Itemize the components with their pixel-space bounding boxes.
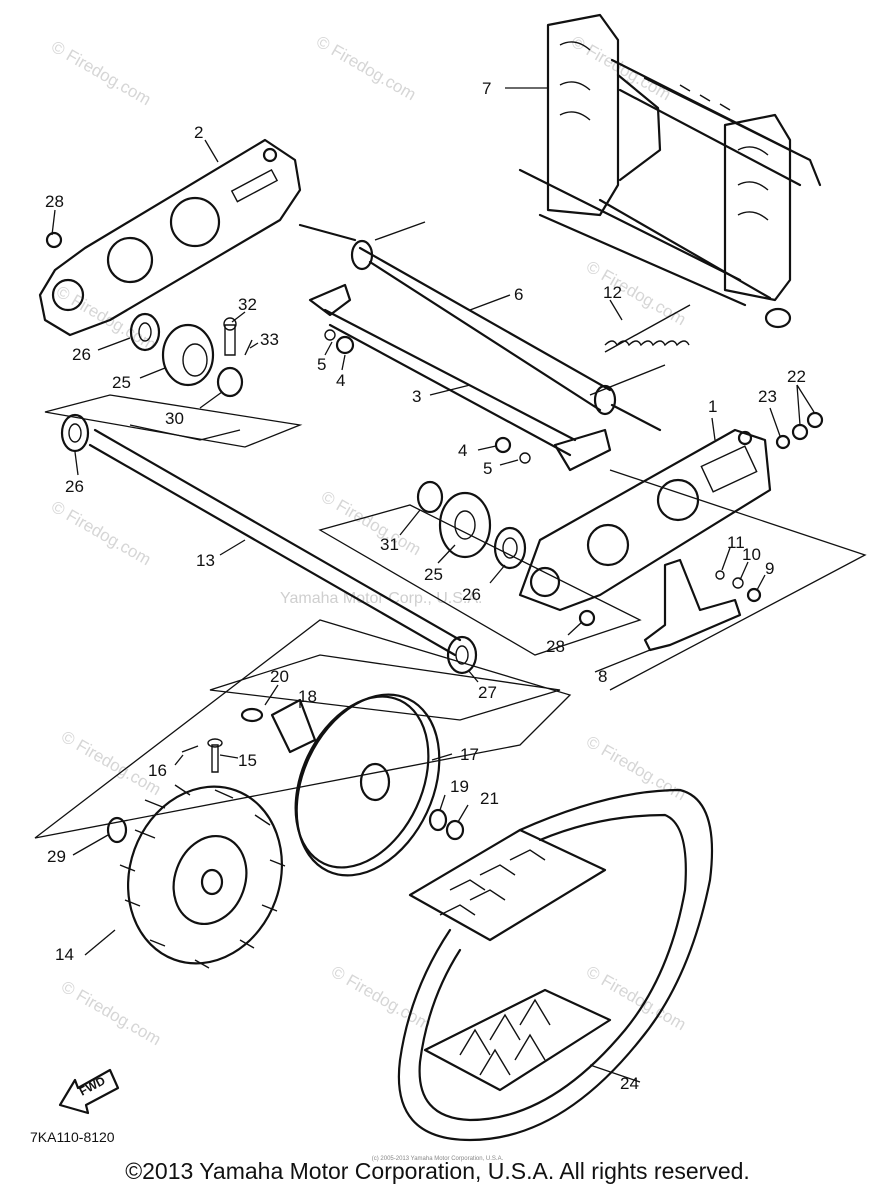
center-watermark: Yamaha Motor Corp., U.S.A.	[280, 590, 482, 607]
callout-19: 19	[450, 777, 469, 796]
group-box-wheel	[34, 619, 572, 839]
callout-26c: 26	[462, 585, 481, 604]
callout-31: 31	[380, 535, 399, 554]
callout-8: 8	[598, 667, 607, 686]
part-sprocket-14	[119, 784, 286, 969]
watermark: © Firedog.com	[583, 962, 689, 1034]
callout-26b: 26	[65, 477, 84, 496]
watermark: © Firedog.com	[53, 282, 159, 354]
callout-16: 16	[148, 761, 167, 780]
callout-26: 26	[72, 345, 91, 364]
callout-28b: 28	[546, 637, 565, 656]
part-wheel-17	[294, 693, 441, 877]
watermark: © Firedog.com	[58, 977, 164, 1049]
callout-18: 18	[298, 687, 317, 706]
part-plate-1	[518, 428, 772, 612]
watermark: © Firedog.com	[313, 32, 419, 104]
callout-24: 24	[620, 1074, 639, 1093]
callout-20: 20	[270, 667, 289, 686]
callout-7: 7	[482, 79, 491, 98]
callout-29: 29	[47, 847, 66, 866]
callout-32: 32	[238, 295, 257, 314]
callout-5b: 5	[483, 459, 492, 478]
callout-9: 9	[765, 559, 774, 578]
part-pin-15-16-29	[106, 738, 223, 844]
callout-11: 11	[727, 533, 745, 552]
copyright-notice: ©2013 Yamaha Motor Corporation, U.S.A. A…	[125, 1158, 750, 1184]
callout-12: 12	[603, 283, 622, 302]
part-plate-2	[38, 138, 302, 337]
callout-22: 22	[787, 367, 806, 386]
callout-1: 1	[708, 397, 717, 416]
watermark: © Firedog.com	[48, 37, 154, 109]
part-bolt-28	[45, 231, 596, 627]
part-spring-12	[604, 304, 691, 353]
watermark: © Firedog.com	[328, 962, 434, 1034]
part-washer-nut-19-21	[428, 808, 465, 841]
callout-3: 3	[412, 387, 421, 406]
part-bolts-9-10-11	[715, 570, 762, 603]
callout-21: 21	[480, 789, 499, 808]
part-frame-7	[518, 13, 822, 329]
group-box-31	[318, 504, 642, 656]
callout-27: 27	[478, 683, 497, 702]
group-outlines	[34, 394, 867, 839]
watermark: © Firedog.com	[583, 257, 689, 329]
group-box-20	[209, 654, 561, 721]
small-notice: (c) 2005-2013 Yamaha Motor Corporation, …	[371, 1156, 504, 1162]
callout-15: 15	[238, 751, 257, 770]
callout-5: 5	[317, 355, 326, 374]
part-bolts-4-5	[324, 329, 531, 464]
watermark: © Firedog.com	[318, 487, 424, 559]
callout-4: 4	[336, 371, 345, 390]
part-bearings-right	[416, 480, 527, 570]
part-shaft-6	[298, 221, 666, 432]
callout-17: 17	[460, 745, 479, 764]
part-bearings-left	[129, 312, 253, 398]
callout-23: 23	[758, 387, 777, 406]
watermark: © Firedog.com	[48, 497, 154, 569]
callout-13: 13	[196, 551, 215, 570]
group-box-30	[129, 424, 241, 441]
callout-30: 30	[165, 409, 184, 428]
callout-6: 6	[514, 285, 523, 304]
callout-4b: 4	[458, 441, 467, 460]
callout-2: 2	[194, 123, 203, 142]
part-shaft-13	[60, 413, 478, 675]
callout-28: 28	[45, 192, 64, 211]
watermark-layer: © Firedog.com © Firedog.com © Firedog.co…	[48, 32, 689, 1049]
part-arm-8	[643, 558, 742, 652]
part-track-24	[397, 788, 714, 1142]
leader-lines	[51, 87, 815, 1083]
callout-33: 33	[260, 330, 279, 349]
callout-25b: 25	[424, 565, 443, 584]
drawing-code: 7KA110-8120	[30, 1129, 115, 1145]
callout-25: 25	[112, 373, 131, 392]
watermark: © Firedog.com	[568, 32, 674, 104]
group-box-8	[609, 469, 867, 691]
callout-10: 10	[742, 545, 761, 564]
fwd-arrow: FWD	[58, 1068, 120, 1115]
part-spacer-18-20	[240, 698, 317, 754]
callouts: 7 2 28 6 12 32 33 26 25 30 5 4 3 1 23 22…	[45, 79, 806, 1093]
callout-14: 14	[55, 945, 74, 964]
